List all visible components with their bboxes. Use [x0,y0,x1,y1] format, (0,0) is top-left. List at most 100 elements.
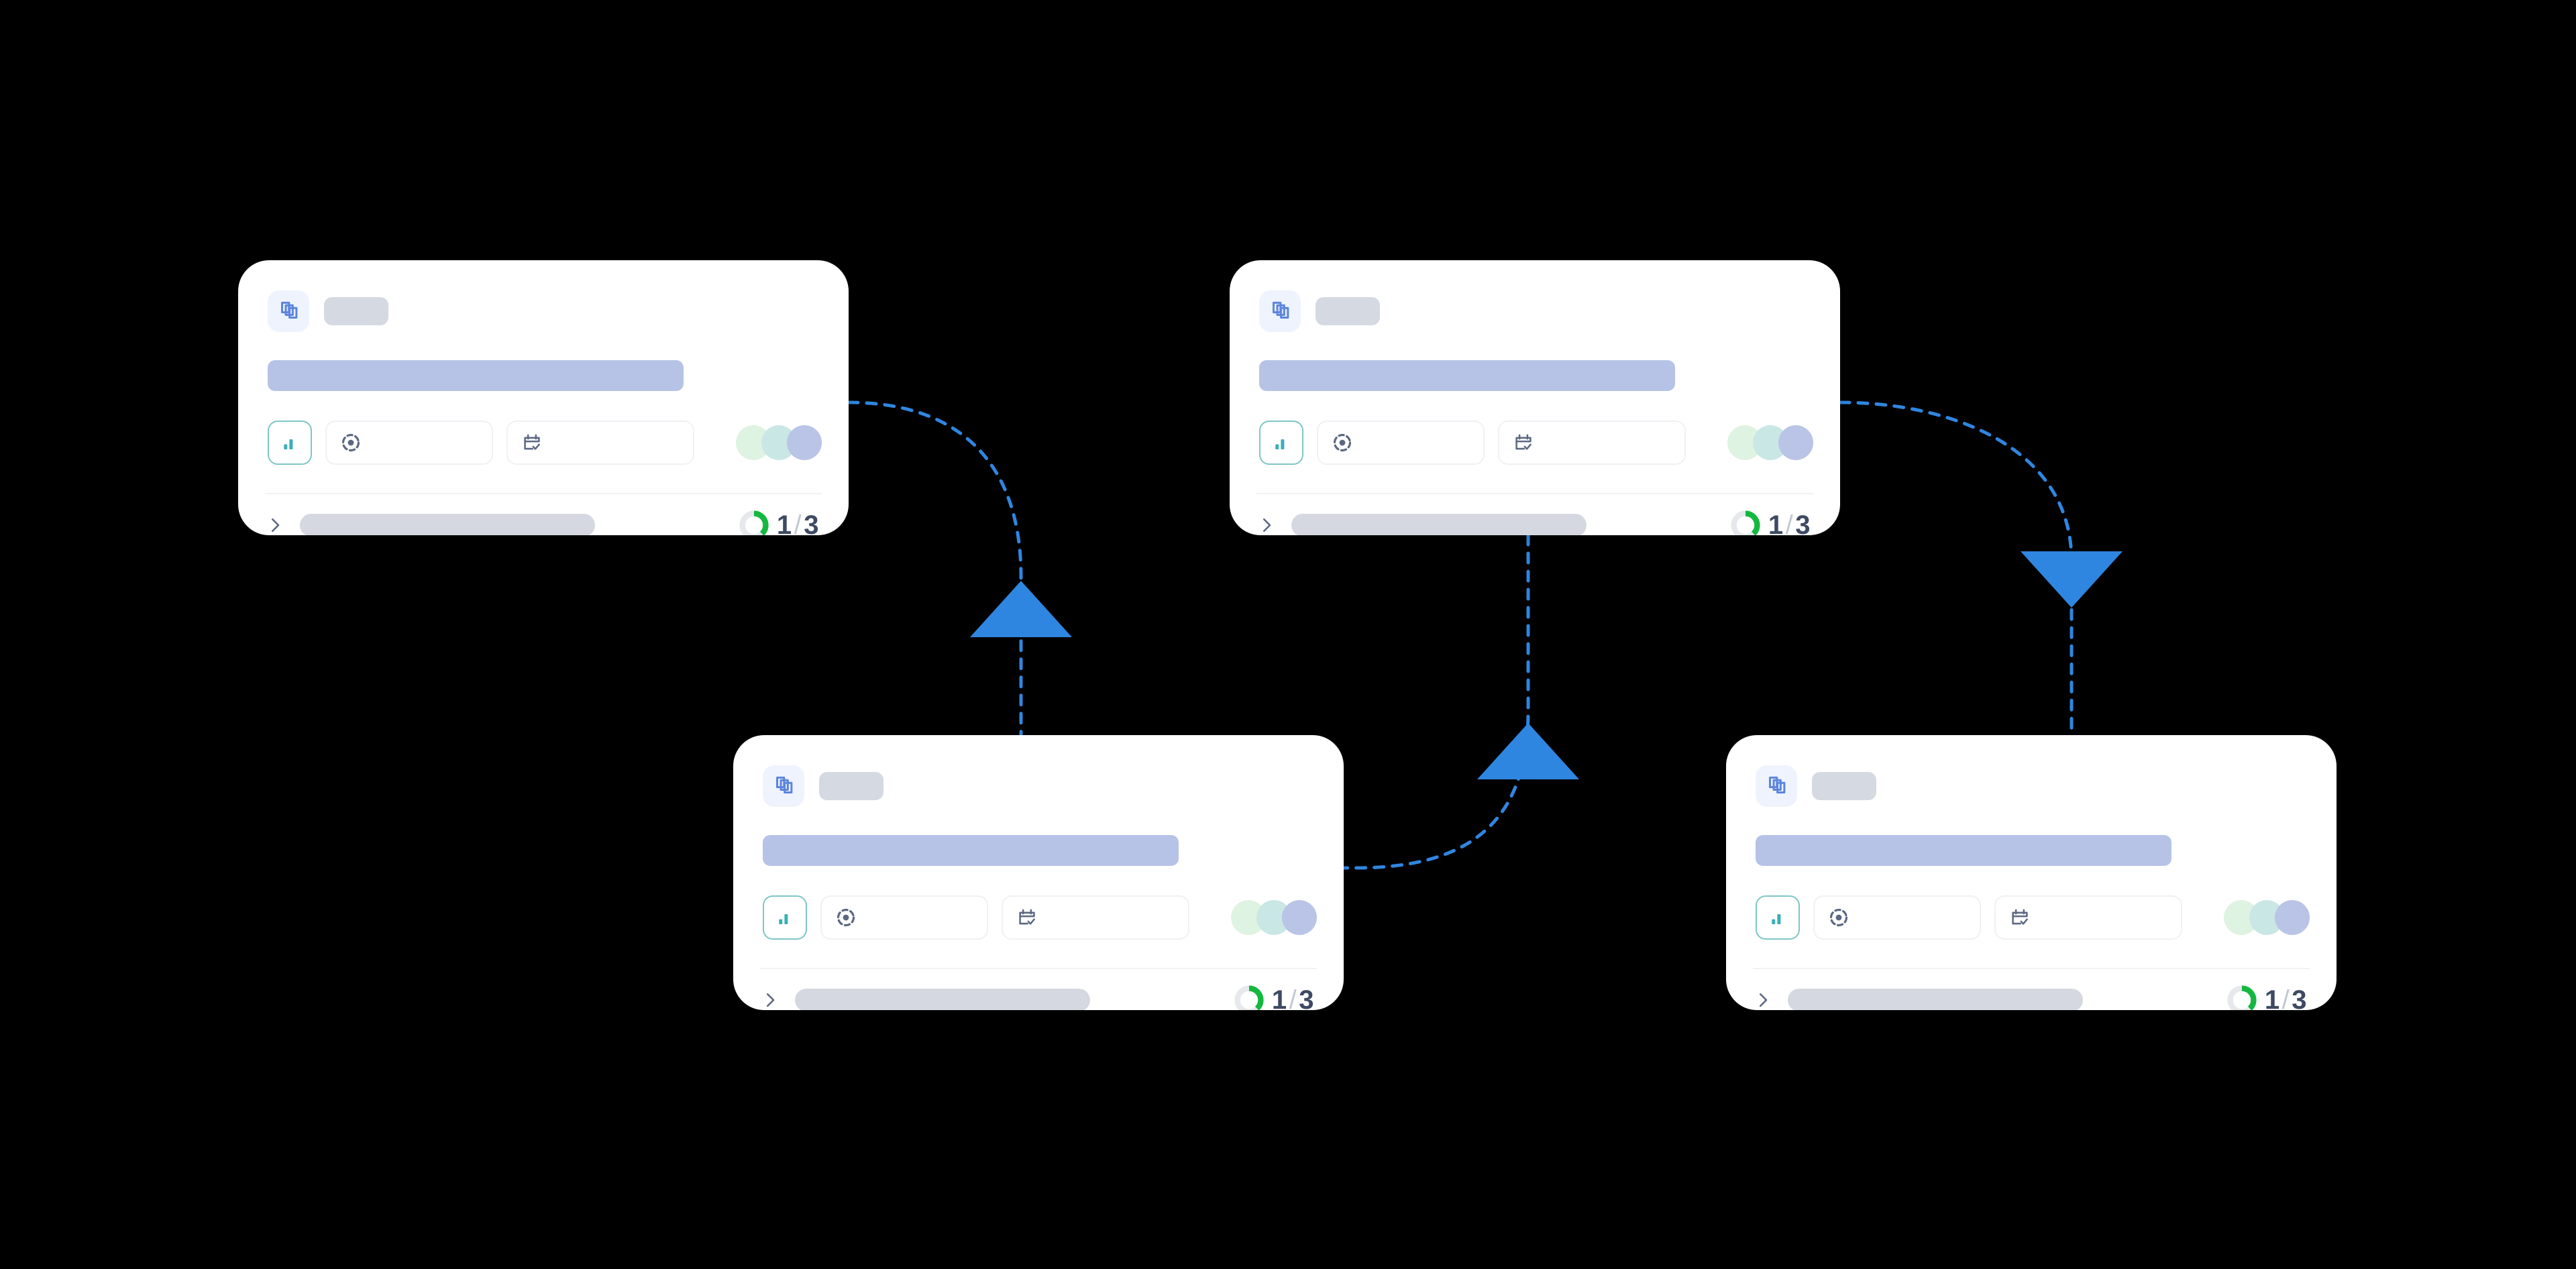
progress-indicator: 1/3 [1729,509,1811,535]
card-toolbar [1756,895,2337,940]
progress-current: 1 [1768,510,1784,535]
card-toolbar [1259,421,1840,465]
bar-chart-icon [775,907,795,928]
avatar-stack[interactable] [2224,900,2310,935]
connector-arrowhead-up [970,581,1072,637]
tool-chip-target[interactable] [1317,421,1485,465]
progress-total: 3 [2292,985,2307,1010]
progress-current: 1 [1271,985,1287,1010]
avatar-3 [1282,900,1317,935]
tool-chip-target[interactable] [1813,895,1981,940]
layers-icon [763,765,804,807]
tool-chip-calendar-check[interactable] [1498,421,1686,465]
card-toolbar [268,421,849,465]
calendar-check-icon [1513,432,1534,453]
workflow-node-card[interactable]: 1/3 [1230,260,1840,535]
header-title-placeholder [1316,297,1380,325]
connector-path [1342,533,1530,870]
chevron-right-icon[interactable] [760,990,780,1010]
card-footer: 1/3 [238,494,849,535]
progress-separator: / [794,510,802,535]
progress-separator: / [2282,985,2290,1010]
chevron-right-icon[interactable] [265,515,285,535]
layers-icon [1259,290,1301,332]
avatar-stack[interactable] [1231,900,1317,935]
header-title-placeholder [819,772,883,800]
layers-icon [1756,765,1797,807]
progress-label: 1/3 [1768,512,1811,535]
progress-label: 1/3 [1272,987,1314,1010]
connector-arrowhead-down [2021,551,2123,608]
progress-label: 1/3 [2265,987,2307,1010]
progress-total: 3 [804,510,819,535]
card-toolbar [763,895,1344,940]
bar-chart-icon [1271,433,1291,453]
progress-ring-icon [1234,985,1264,1010]
calendar-check-icon [1016,907,1038,928]
tool-chip-bar-chart[interactable] [763,895,807,940]
progress-label: 1/3 [777,512,819,535]
title-placeholder-bar [1756,835,2171,866]
tool-chip-bar-chart[interactable] [1756,895,1800,940]
progress-total: 3 [1795,510,1811,535]
avatar-3 [2275,900,2310,935]
progress-current: 1 [2264,985,2280,1010]
connector-path [847,400,1023,737]
card-header [238,260,849,332]
card-footer: 1/3 [1230,494,1840,535]
progress-indicator: 1/3 [738,509,819,535]
tool-chip-calendar-check[interactable] [506,421,694,465]
progress-current: 1 [776,510,792,535]
target-icon [835,907,857,928]
card-divider [760,968,1317,969]
connector-arrowhead-up [1477,723,1579,779]
avatar-stack[interactable] [736,425,822,460]
target-icon [1828,907,1849,928]
card-header [1726,735,2337,807]
title-placeholder-bar [1259,360,1675,391]
card-divider [1753,968,2310,969]
footer-placeholder-bar [795,989,1090,1010]
tool-chip-bar-chart[interactable] [268,421,312,465]
bar-chart-icon [1768,907,1788,928]
calendar-check-icon [521,432,543,453]
title-placeholder-bar [268,360,684,391]
card-header [733,735,1344,807]
target-icon [340,432,362,453]
connector-path [1838,400,2074,737]
workflow-node-card[interactable]: 1/3 [238,260,849,535]
tool-chip-target[interactable] [325,421,493,465]
header-title-placeholder [324,297,388,325]
bar-chart-icon [280,433,300,453]
card-header [1230,260,1840,332]
header-title-placeholder [1812,772,1876,800]
calendar-check-icon [2009,907,2031,928]
chevron-right-icon[interactable] [1256,515,1277,535]
avatar-stack[interactable] [1727,425,1813,460]
progress-ring-icon [1731,510,1760,535]
tool-chip-calendar-check[interactable] [1002,895,1189,940]
avatar-3 [1778,425,1813,460]
footer-placeholder-bar [300,514,595,535]
chevron-right-icon[interactable] [1753,990,1773,1010]
progress-separator: / [1289,985,1297,1010]
tool-chip-calendar-check[interactable] [1994,895,2182,940]
card-footer: 1/3 [1726,969,2337,1010]
progress-ring-icon [2227,985,2257,1010]
tool-chip-bar-chart[interactable] [1259,421,1303,465]
tool-chip-target[interactable] [820,895,988,940]
progress-indicator: 1/3 [2226,984,2307,1010]
progress-total: 3 [1299,985,1314,1010]
workflow-node-card[interactable]: 1/3 [1726,735,2337,1010]
footer-placeholder-bar [1291,514,1587,535]
footer-placeholder-bar [1788,989,2083,1010]
target-icon [1332,432,1353,453]
progress-separator: / [1785,510,1794,535]
card-footer: 1/3 [733,969,1344,1010]
avatar-3 [787,425,822,460]
progress-indicator: 1/3 [1233,984,1314,1010]
workflow-node-card[interactable]: 1/3 [733,735,1344,1010]
layers-icon [268,290,309,332]
